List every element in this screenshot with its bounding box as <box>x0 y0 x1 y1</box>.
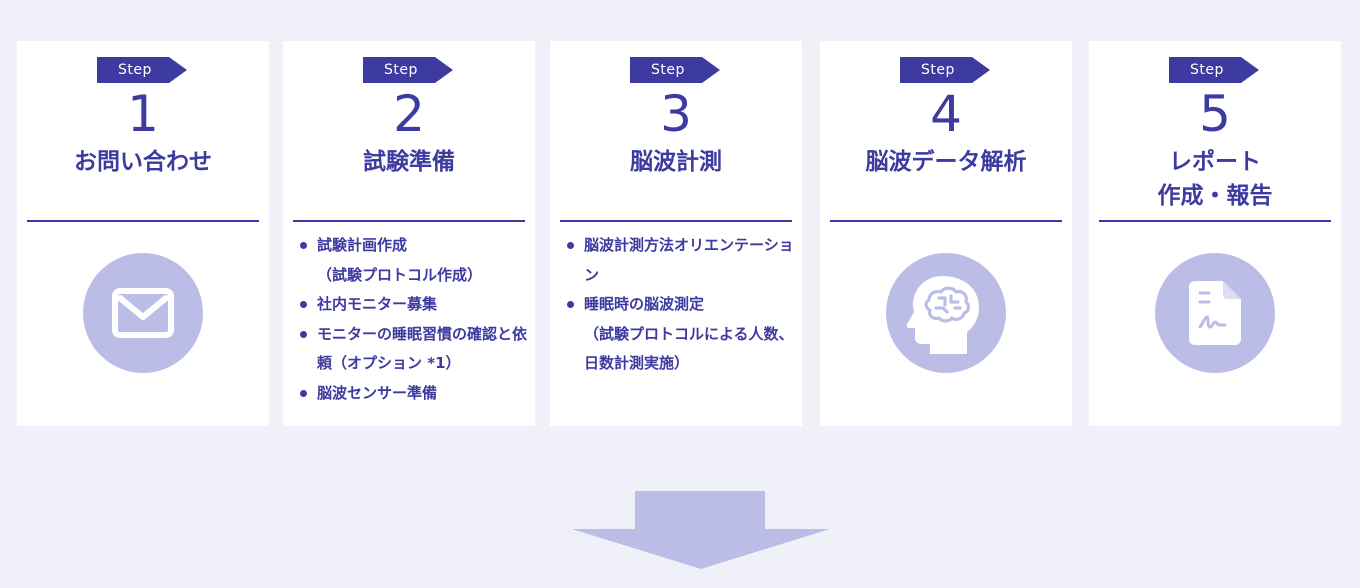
step-badge: Step <box>630 57 720 83</box>
bullet-item: 試験計画作成 （試験プロトコル作成） <box>297 231 527 290</box>
step-card-4: Step 4 脳波データ解析 <box>820 41 1072 426</box>
step-card-2: Step 2 試験準備 試験計画作成 （試験プロトコル作成） 社内モニター募集 … <box>283 41 535 426</box>
step-badge: Step <box>363 57 453 83</box>
step-card-1: Step 1 お問い合わせ <box>17 41 269 426</box>
step-number: 2 <box>393 85 425 143</box>
step-title: お問い合わせ <box>74 149 212 175</box>
divider <box>1099 220 1331 222</box>
step-card-3: Step 3 脳波計測 脳波計測方法オリエンテーション 睡眠時の脳波測定 （試験… <box>550 41 802 426</box>
step-title: レポート 作成・報告 <box>1157 149 1273 209</box>
envelope-icon <box>112 288 174 338</box>
brain-head-icon <box>906 276 979 354</box>
step-badge: Step <box>97 57 187 83</box>
step-number: 3 <box>660 85 692 143</box>
divider <box>293 220 525 222</box>
divider <box>27 220 259 222</box>
process-steps: Step 1 お問い合わせ Step 2 試験準備 試験計画作成 （試験プロトコ… <box>17 41 1341 426</box>
bullet-item: 睡眠時の脳波測定 （試験プロトコルによる人数、日数計測実施） <box>564 290 794 379</box>
step-number: 4 <box>930 85 962 143</box>
step-bullets: 試験計画作成 （試験プロトコル作成） 社内モニター募集 モニターの睡眠習慣の確認… <box>297 231 527 408</box>
bullet-item: 社内モニター募集 <box>297 290 527 320</box>
document-icon <box>1189 281 1241 345</box>
down-arrow-icon <box>572 491 830 569</box>
step-badge: Step <box>1169 57 1259 83</box>
step-number: 5 <box>1199 85 1231 143</box>
bullet-item: 脳波センサー準備 <box>297 379 527 409</box>
bullet-item: モニターの睡眠習慣の確認と依頼（オプション *1） <box>297 320 527 379</box>
step-card-5: Step 5 レポート 作成・報告 <box>1089 41 1341 426</box>
step-title: 脳波データ解析 <box>865 149 1027 175</box>
step-number: 1 <box>127 85 159 143</box>
step-badge: Step <box>900 57 990 83</box>
icon-circle <box>886 253 1006 373</box>
icon-circle <box>1155 253 1275 373</box>
step-title: 脳波計測 <box>630 149 722 175</box>
divider <box>830 220 1062 222</box>
divider <box>560 220 792 222</box>
icon-circle <box>83 253 203 373</box>
step-title: 試験準備 <box>363 149 455 175</box>
bullet-item: 脳波計測方法オリエンテーション <box>564 231 794 290</box>
step-bullets: 脳波計測方法オリエンテーション 睡眠時の脳波測定 （試験プロトコルによる人数、日… <box>564 231 794 379</box>
